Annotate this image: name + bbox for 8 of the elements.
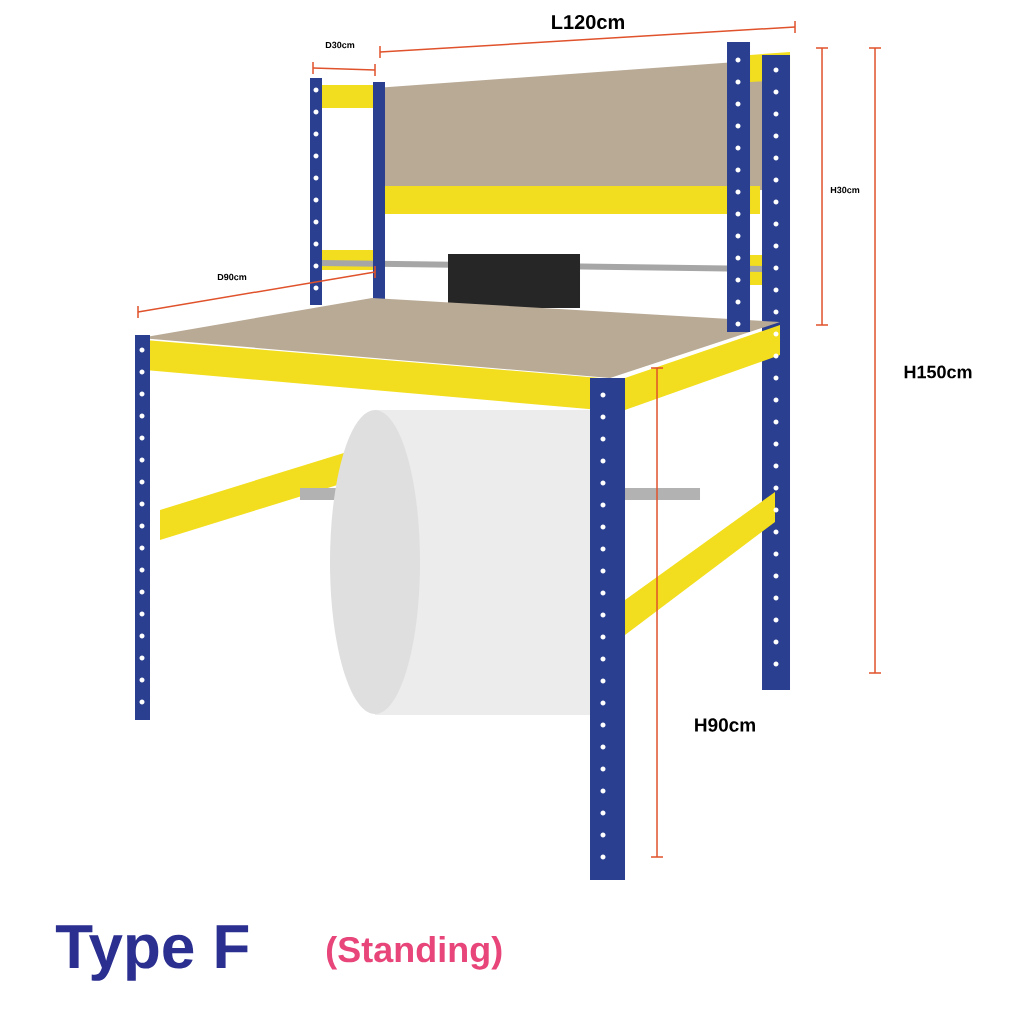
subtitle: (Standing) (327, 935, 502, 970)
dimension-label: H30cm (830, 186, 860, 194)
dimension-label: D30cm (325, 41, 355, 49)
title: Type F (55, 925, 249, 981)
dimension-label: H150cm (904, 365, 972, 379)
dimension-label: L120cm (552, 14, 624, 30)
dimension-label: D90cm (217, 273, 247, 281)
dimension-label: H90cm (695, 718, 755, 732)
